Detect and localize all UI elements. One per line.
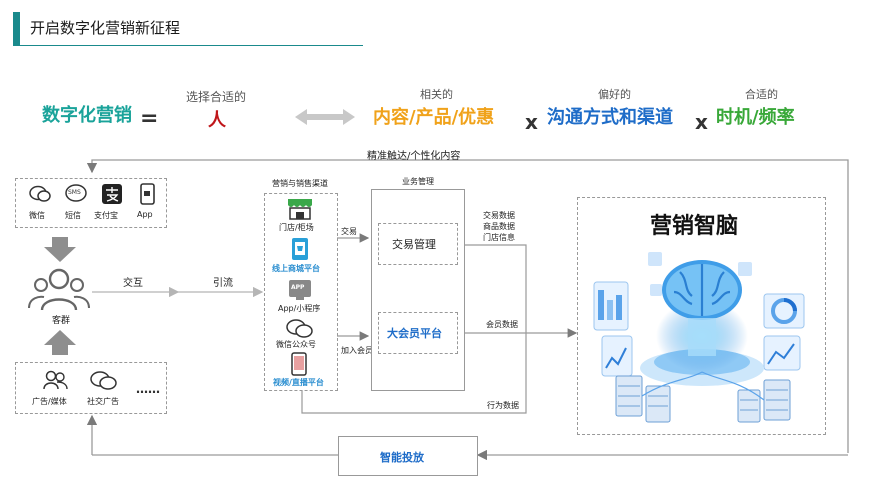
term1-caption: 选择合适的	[186, 90, 247, 104]
formula-lhs: 数字化营销	[42, 105, 132, 126]
sales-channel-store: 门店/柜场	[266, 196, 334, 234]
sales-channel-label: 微信公众号	[276, 340, 316, 349]
behavior-data-label: 行为数据	[487, 401, 519, 410]
sms-icon	[65, 184, 87, 202]
top-channels-box	[15, 178, 167, 228]
term4: 时机/频率	[716, 107, 795, 128]
member-platform-box	[378, 312, 458, 354]
sales-channel-live-video: 视频/直播平台	[266, 352, 334, 388]
interact-label: 交互	[123, 278, 143, 289]
page-title: 开启数字化营销新征程	[30, 19, 181, 37]
term2-caption: 相关的	[420, 88, 453, 101]
channel-label: 微信	[29, 211, 45, 220]
customer-label: 客群	[52, 316, 71, 326]
sales-channel-official-account: 微信公众号	[266, 318, 334, 352]
trade-mgmt-label: 交易管理	[392, 238, 436, 251]
mini-program-icon	[289, 280, 311, 300]
sales-channel-online-mall: 线上商城平台	[266, 236, 334, 274]
channel-label: 短信	[65, 211, 81, 220]
marketing-brain-box	[577, 197, 826, 435]
data-label: 商品数据	[483, 222, 515, 231]
smart-ads-box	[338, 436, 478, 476]
multiply-sign-1: x	[525, 110, 538, 134]
divert-label: 引流	[213, 278, 233, 289]
more-channels-ellipsis: ……	[136, 382, 160, 396]
trade-edge-label: 交易	[341, 227, 357, 236]
title-underline	[13, 45, 363, 46]
sales-channel-label: 门店/柜场	[279, 223, 314, 232]
official-account-icon	[286, 319, 313, 338]
sales-channel-label: 视频/直播平台	[273, 378, 324, 387]
channel-sms: SMS 短信	[60, 182, 92, 224]
smart-ads-label: 智能投放	[380, 451, 424, 464]
sales-channel-label: 线上商城平台	[272, 264, 320, 273]
app-icon	[140, 183, 155, 205]
channel-wechat: 微信	[23, 182, 55, 224]
term2: 内容/产品/优惠	[373, 107, 495, 128]
business-box	[371, 189, 465, 391]
online-mall-icon	[292, 238, 308, 260]
sales-channels-title: 营销与销售渠道	[272, 179, 328, 188]
customer-group-icon	[28, 268, 90, 311]
channel-media: 广告/媒体	[30, 368, 90, 408]
data-label: 门店信息	[483, 233, 515, 242]
member-data-label: 会员数据	[486, 320, 518, 329]
live-video-icon	[291, 352, 307, 376]
join-member-edge-label: 加入会员	[341, 346, 373, 355]
sales-channel-label: App/小程序	[278, 304, 321, 313]
social-ad-icon	[90, 371, 117, 390]
channel-label: 广告/媒体	[32, 397, 67, 406]
channel-social-ad: 社交广告	[85, 368, 135, 408]
term4-caption: 合适的	[745, 88, 778, 101]
trade-mgmt-box	[378, 223, 458, 265]
top-channels-list: 微信 SMS 短信 支付宝 App	[20, 182, 165, 226]
double-arrow-icon	[295, 109, 355, 125]
channel-label: 支付宝	[94, 211, 118, 220]
top-loop-label: 精准触达/个性化内容	[367, 151, 461, 162]
member-platform-label: 大会员平台	[387, 327, 442, 340]
channel-app: App	[132, 182, 164, 224]
multiply-sign-2: x	[695, 110, 708, 134]
store-icon	[288, 199, 312, 220]
sms-glyph: SMS	[68, 189, 81, 196]
ai-brain-illustration	[593, 252, 805, 423]
channel-alipay: 支付宝	[94, 182, 128, 224]
term3: 沟通方式和渠道	[547, 107, 673, 128]
bottom-channels-box	[15, 362, 167, 414]
marketing-brain-title: 营销智脑	[650, 214, 739, 239]
media-icon	[43, 370, 68, 390]
sales-channels-box	[264, 193, 338, 391]
wechat-icon	[29, 185, 51, 202]
alipay-icon	[102, 184, 122, 204]
term1: 人	[208, 110, 226, 131]
channel-label: 社交广告	[87, 397, 119, 406]
channel-label: App	[137, 210, 153, 219]
sales-channel-mini-program: APP App/小程序	[266, 278, 334, 316]
term3-caption: 偏好的	[598, 88, 631, 101]
title-accent-bar	[13, 12, 20, 45]
mini-program-glyph: APP	[291, 284, 305, 291]
formula-equals: =	[140, 106, 159, 131]
business-title: 业务管理	[402, 177, 434, 186]
data-label: 交易数据	[483, 211, 515, 220]
